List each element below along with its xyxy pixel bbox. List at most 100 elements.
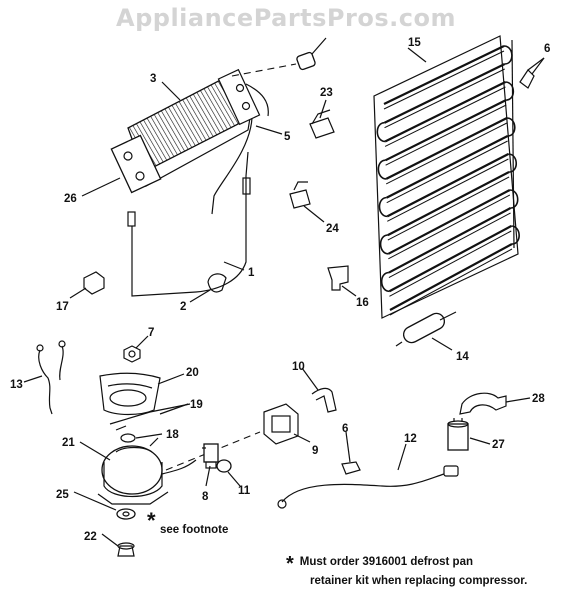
bracket-part-16	[327, 265, 349, 291]
clip-part-23	[309, 109, 335, 139]
callout-5: 5	[284, 131, 291, 143]
callout-28: 28	[532, 393, 545, 405]
capacitor-part-27	[447, 418, 469, 451]
footnote-text: * Must order 3916001 defrost pan retainer…	[286, 554, 527, 590]
footnote-line-2: retainer kit when replacing compressor.	[310, 575, 528, 587]
coil-tube	[384, 68, 505, 129]
callout-13: 13	[10, 379, 23, 391]
coil-tube	[387, 171, 510, 237]
callout-6-lower: 6	[342, 423, 348, 435]
evaporator-part-15	[373, 35, 520, 319]
coil-tube	[388, 194, 511, 260]
callout-1: 1	[248, 267, 255, 279]
coil-tube	[385, 117, 508, 180]
callout-10: 10	[292, 361, 305, 373]
callout-3: 3	[150, 73, 156, 85]
tubing-part-1	[127, 83, 269, 297]
condenser-part-3	[110, 68, 261, 194]
harness-part-13	[36, 340, 66, 415]
coil-tube	[384, 63, 506, 124]
callout-15: 15	[408, 37, 421, 49]
coil-bend	[506, 117, 516, 137]
callout-8: 8	[202, 491, 209, 503]
coil-bend	[377, 159, 387, 180]
strap-part-28	[459, 392, 507, 415]
connector-top	[231, 37, 327, 77]
coil-bend	[505, 81, 515, 101]
watermark: AppliancePartsPros.com	[116, 4, 456, 32]
grommet-part-22	[117, 542, 135, 557]
connector-part-6-lower	[341, 461, 361, 475]
callout-19: 19	[190, 399, 203, 411]
relay-part-8	[165, 431, 261, 471]
callout-24: 24	[326, 223, 339, 235]
callout-22: 22	[84, 531, 97, 543]
coil-tube	[387, 176, 510, 241]
callout-23: 23	[320, 87, 333, 99]
clip-part-24	[289, 181, 311, 209]
coil-tube	[387, 158, 509, 222]
coil-tube	[387, 189, 511, 255]
callout-11: 11	[238, 485, 251, 497]
coil-tube	[385, 122, 508, 185]
callout-numbers: 3 26 5 1 2 17 23 24 16 15 6 14 13 7 20 1…	[10, 37, 550, 543]
callout-16: 16	[356, 297, 369, 309]
grommet-part-18	[120, 433, 136, 443]
coil-tube	[384, 86, 506, 147]
callout-2: 2	[180, 301, 186, 313]
coil-tube	[386, 135, 509, 199]
coil-bend	[379, 234, 389, 255]
leader-lines	[23, 47, 545, 547]
callout-6-top: 6	[544, 43, 550, 55]
coil-tube	[386, 153, 509, 218]
footnote-line-1: Must order 3916001 defrost pan	[299, 556, 473, 568]
coil-bend	[508, 153, 518, 173]
coil-tube	[389, 230, 512, 297]
callout-26: 26	[64, 193, 77, 205]
footnote-star: *	[286, 553, 294, 575]
power-cord-part-12	[277, 465, 459, 509]
coil-tube	[388, 212, 511, 278]
coil-tube	[384, 81, 506, 143]
grommet-part-17	[83, 271, 105, 295]
callout-9: 9	[312, 445, 318, 457]
callout-7: 7	[148, 327, 154, 339]
callout-21: 21	[62, 437, 75, 449]
coil-tube	[388, 207, 512, 274]
coil-bend	[376, 121, 386, 143]
grommet-part-25	[116, 508, 136, 520]
coil-tube	[383, 50, 505, 110]
coil-bend	[509, 189, 519, 209]
coil-bend	[503, 45, 513, 65]
coil-bend	[378, 196, 388, 218]
coil-tube	[388, 225, 512, 293]
defrost-pan-part-20	[99, 372, 161, 416]
overload-part-9	[263, 403, 299, 445]
coil-tube	[386, 140, 508, 204]
callout-12: 12	[404, 433, 417, 445]
coil-bend	[380, 271, 390, 293]
wire-part-19	[109, 403, 191, 431]
callout-25: 25	[56, 489, 69, 501]
see-footnote-label: see footnote	[160, 524, 229, 536]
drier-part-14	[395, 311, 457, 347]
footnote-marker: *	[147, 508, 156, 533]
coil-tube	[389, 243, 513, 311]
clip-part-2	[207, 273, 227, 293]
callout-17: 17	[56, 301, 69, 313]
coil-tube	[389, 248, 513, 316]
connector-part-6-top	[519, 57, 545, 89]
bracket-part-10	[311, 387, 337, 413]
callout-18: 18	[166, 429, 179, 441]
coil-tube	[383, 45, 505, 105]
compressor-part-21	[97, 437, 197, 505]
callout-27: 27	[492, 439, 505, 451]
nut-part-7	[123, 345, 141, 363]
coil-tube	[385, 99, 507, 162]
callout-20: 20	[186, 367, 199, 379]
callout-14: 14	[456, 351, 469, 363]
coil-tube	[385, 104, 507, 166]
cap-part-11	[216, 459, 232, 473]
